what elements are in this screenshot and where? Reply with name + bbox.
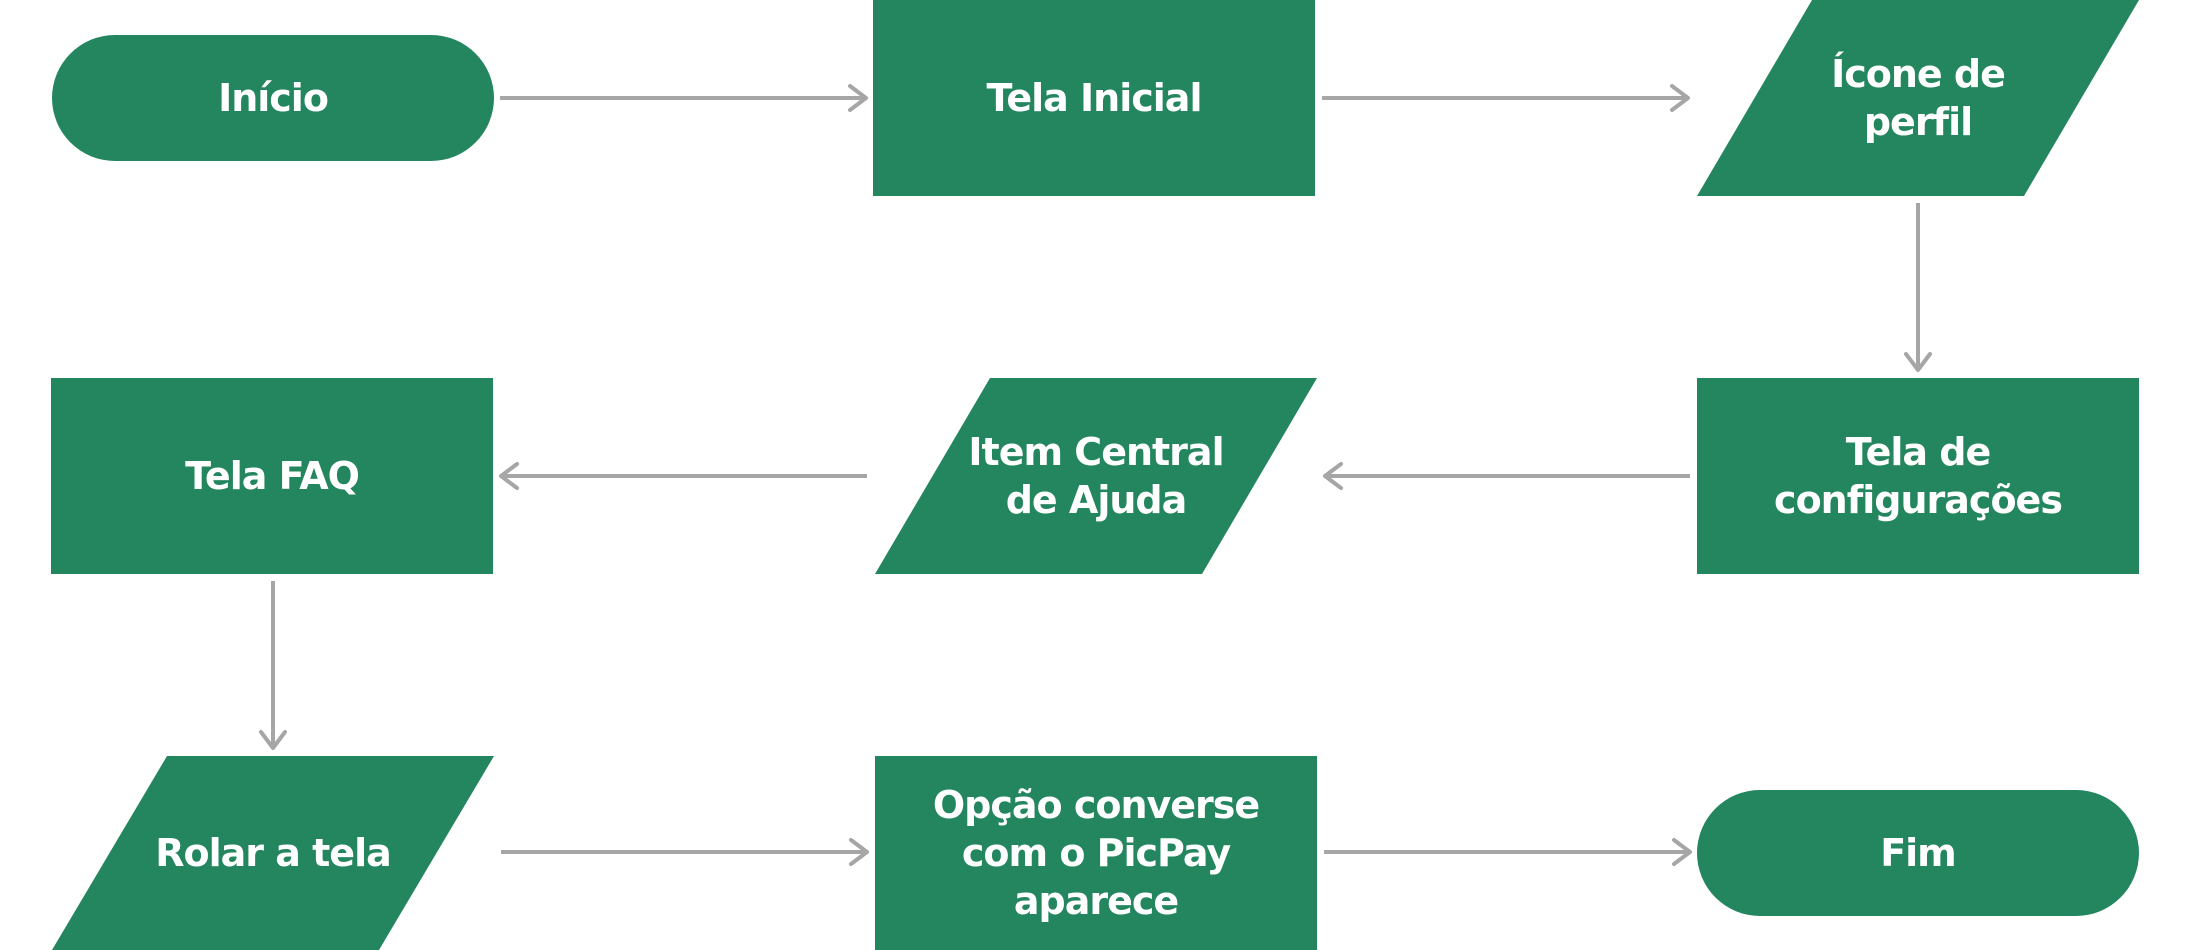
data-shape — [1697, 0, 2139, 196]
connector-rolar-tela-to-opcao-converse — [501, 838, 869, 866]
connector-inicio-to-tela-inicial — [500, 84, 868, 112]
connectors — [259, 84, 1932, 866]
node-label-line: Rolar a tela — [155, 831, 390, 875]
data-shape — [875, 378, 1317, 574]
node-label-line: Item Central — [968, 430, 1223, 474]
process-shape — [1697, 378, 2139, 574]
arrowhead-icon — [1323, 462, 1343, 490]
node-label: Tela FAQ — [185, 454, 359, 498]
arrowhead-icon — [499, 462, 519, 490]
arrowhead-icon — [848, 84, 868, 112]
node-label-line: aparece — [1014, 879, 1178, 923]
process-shape — [51, 378, 493, 574]
node-label-line: com o PicPay — [962, 831, 1231, 875]
process-shape — [873, 0, 1315, 196]
connector-tela-inicial-to-icone-perfil — [1322, 84, 1690, 112]
arrowhead-icon — [849, 838, 869, 866]
node-label: Início — [218, 76, 328, 120]
terminator-shape — [52, 35, 494, 161]
node-inicio: Início — [52, 35, 494, 161]
node-tela-inicial: Tela Inicial — [873, 0, 1315, 196]
node-label-line: Tela Inicial — [987, 76, 1202, 120]
arrowhead-icon — [259, 730, 287, 750]
node-label-line: perfil — [1864, 100, 1972, 144]
connector-opcao-converse-to-fim — [1324, 838, 1692, 866]
arrowhead-icon — [1904, 352, 1932, 372]
node-rolar-tela: Rolar a tela — [52, 756, 494, 950]
node-label-line: Ícone de — [1831, 52, 2005, 96]
node-label-line: Tela de — [1846, 430, 1991, 474]
node-label: Fim — [1880, 831, 1956, 875]
node-label: Tela Inicial — [987, 76, 1202, 120]
process-shape — [875, 756, 1317, 950]
terminator-shape — [1697, 790, 2139, 916]
node-label-line: configurações — [1774, 478, 2062, 522]
node-tela-faq: Tela FAQ — [51, 378, 493, 574]
connector-tela-configuracoes-to-item-central-ajuda — [1323, 462, 1690, 490]
node-label-line: Tela FAQ — [185, 454, 359, 498]
node-label-line: de Ajuda — [1006, 478, 1187, 522]
node-label-line: Opção converse — [933, 783, 1259, 827]
connector-tela-faq-to-rolar-tela — [259, 581, 287, 750]
node-label: Rolar a tela — [155, 831, 390, 875]
connector-item-central-ajuda-to-tela-faq — [499, 462, 867, 490]
node-label-line: Início — [218, 76, 328, 120]
connector-icone-perfil-to-tela-configuracoes — [1904, 203, 1932, 372]
node-label-line: Fim — [1880, 831, 1956, 875]
arrowhead-icon — [1670, 84, 1690, 112]
data-shape — [52, 756, 494, 950]
arrowhead-icon — [1672, 838, 1692, 866]
node-fim: Fim — [1697, 790, 2139, 916]
